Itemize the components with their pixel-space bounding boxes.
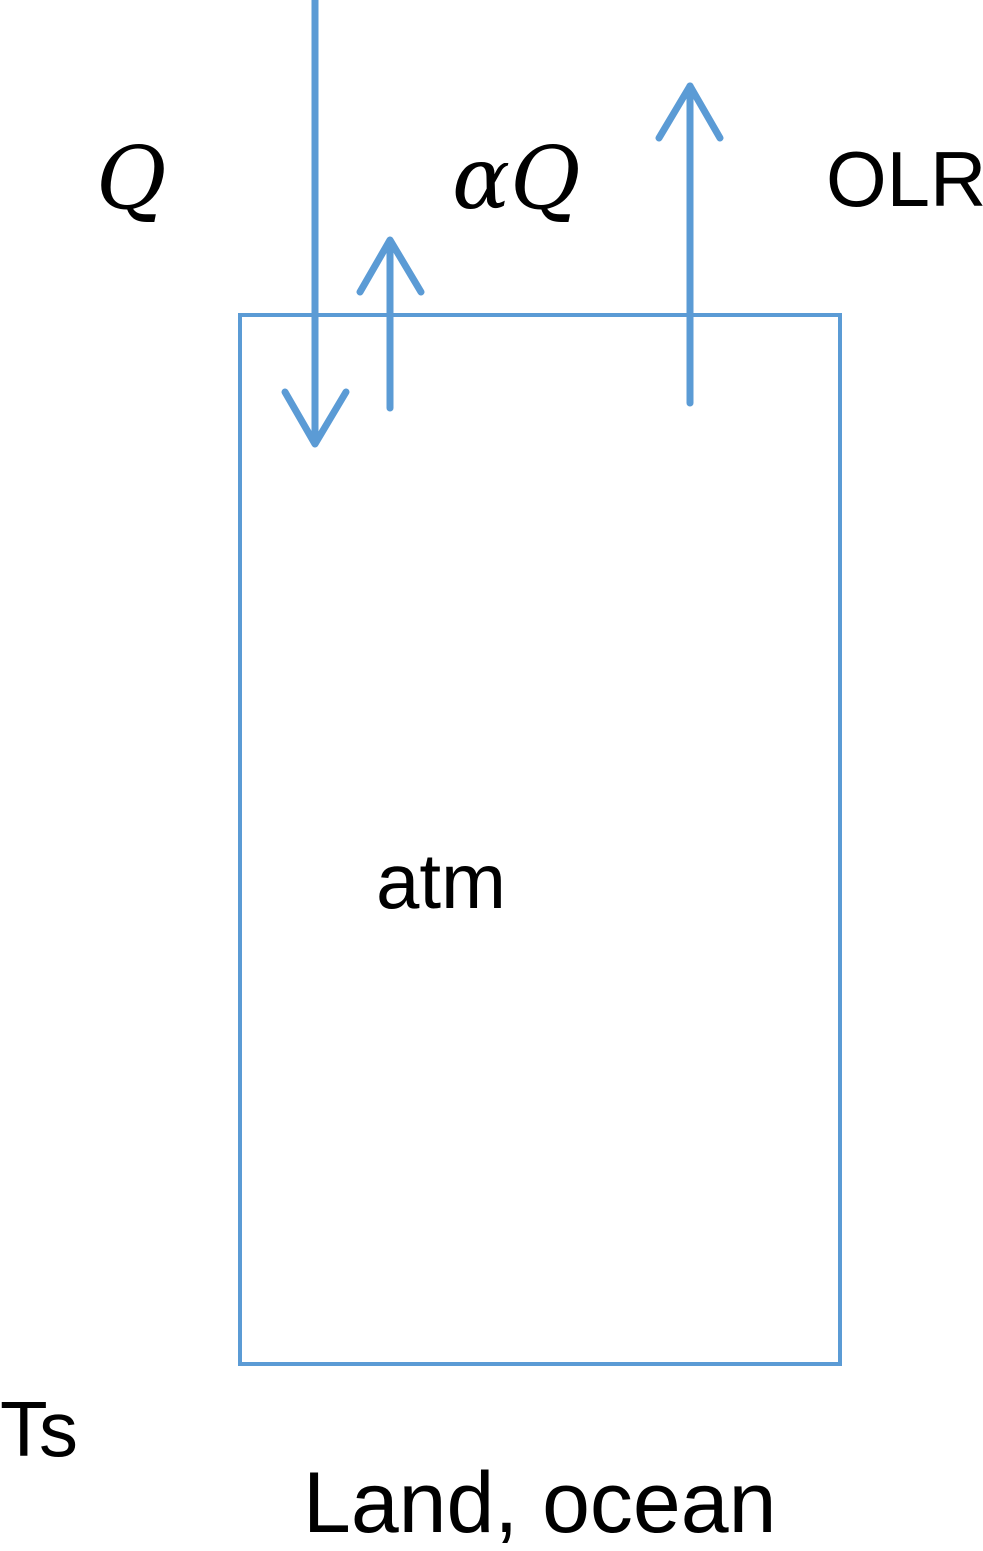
incoming-q-label: Q xyxy=(96,129,167,229)
surface-label: Land, ocean xyxy=(303,1455,777,1551)
atmosphere-box xyxy=(238,313,842,1366)
incoming-q-arrow xyxy=(281,0,350,448)
reflected-aq-label: αQ xyxy=(452,129,581,229)
reflected-aq-arrow xyxy=(356,236,425,412)
olr-arrow xyxy=(655,82,724,407)
atmosphere-label: atm xyxy=(376,837,507,925)
surface-temperature-label: Ts xyxy=(0,1385,78,1473)
olr-label: OLR xyxy=(826,135,983,223)
